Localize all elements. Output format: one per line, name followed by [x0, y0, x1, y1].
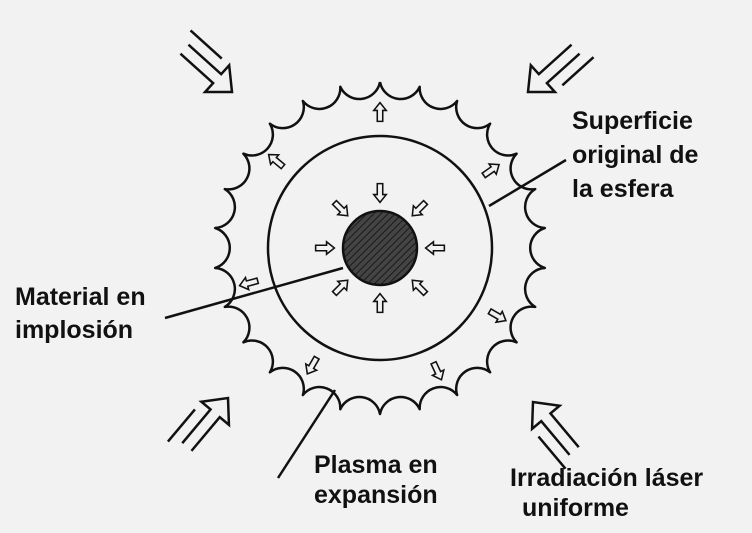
- inward-hollow-arrow-icon: [314, 240, 336, 256]
- label-laser-irradiation: Irradiación láser uniforme: [510, 463, 703, 523]
- leader-surface: [488, 158, 567, 208]
- inward-hollow-arrow-icon: [372, 182, 388, 204]
- inward-hollow-arrow-icon: [372, 292, 388, 314]
- label-plasma-line-2: expansión: [314, 481, 438, 509]
- plasma-scalloped-boundary: [213, 81, 547, 416]
- leader-implosion: [164, 266, 344, 320]
- laser-arrow-bottom-right-icon: [530, 400, 580, 470]
- outward-hollow-arrow-icon: [487, 307, 507, 324]
- laser-arrows: [166, 29, 595, 470]
- outward-hollow-arrow-icon: [304, 355, 321, 375]
- laser-arrow-top-right-icon: [526, 43, 595, 94]
- outward-hollow-arrow-icon: [481, 163, 501, 179]
- label-original-surface: Superficie original de la esfera: [572, 104, 698, 206]
- inward-hollow-arrow-icon: [411, 279, 429, 297]
- outward-hollow-arrow-icon: [372, 101, 388, 123]
- label-laser-line-1: Irradiación láser: [510, 464, 704, 492]
- label-implosion-line-2: implosión: [15, 316, 134, 344]
- imploding-core: [341, 209, 419, 287]
- label-laser-line-2: uniforme: [522, 494, 629, 522]
- inward-hollow-arrow-icon: [331, 279, 349, 297]
- inward-hollow-arrow-icon: [424, 240, 446, 256]
- laser-arrow-bottom-left-icon: [166, 396, 231, 452]
- outward-hollow-arrow-icon: [238, 275, 260, 291]
- outward-hollow-arrow-icon: [267, 153, 286, 170]
- leader-plasma: [276, 389, 337, 479]
- label-material-implosion: Material en implosión: [15, 281, 146, 347]
- label-surface-line-1: Superficie: [572, 107, 693, 135]
- label-surface-line-2: original de: [572, 141, 699, 169]
- label-plasma-expansion: Plasma en expansión: [314, 450, 438, 510]
- inward-hollow-arrow-icon: [331, 199, 349, 217]
- label-surface-line-3: la esfera: [572, 175, 674, 203]
- outward-hollow-arrow-icon: [430, 360, 445, 381]
- small-arrows: [238, 101, 507, 381]
- inward-hollow-arrow-icon: [411, 199, 429, 217]
- original-sphere-surface: [266, 134, 494, 362]
- laser-arrow-top-left-icon: [179, 29, 234, 94]
- label-implosion-line-1: Material en: [15, 283, 146, 311]
- label-plasma-line-1: Plasma en: [314, 451, 438, 479]
